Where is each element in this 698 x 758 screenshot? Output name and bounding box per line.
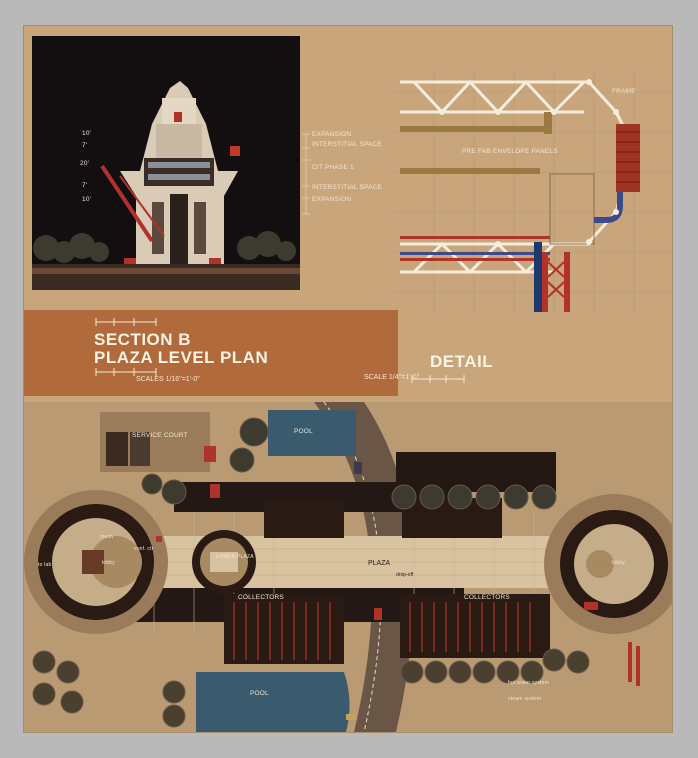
- dim-label-5: 10': [82, 196, 92, 203]
- lobby-left-label: lobby: [102, 560, 115, 566]
- detail-svg: [394, 72, 672, 312]
- plaza-label: PLAZA: [368, 560, 391, 567]
- pool-bottom-label: POOL: [250, 690, 269, 697]
- section-svg: [32, 36, 310, 290]
- plaza-plan: SERVICE COURT POOL POOL COLLECTORS COLLE…: [24, 402, 672, 732]
- frame-label: FRAME: [612, 88, 636, 95]
- hot-water-note: hot water system: [508, 680, 549, 686]
- lobby-right-label: lobby: [612, 560, 625, 566]
- drawing-board: 10' 7' 20' 7' 10' EXPANSION INTERSTITIAL…: [24, 26, 672, 732]
- annotation-expansion-top: EXPANSION: [312, 131, 352, 138]
- steam-note: steam system: [508, 696, 542, 702]
- scale-text: SCALES 1/16"=1'-0": [136, 376, 200, 383]
- mech-label: mech: [100, 534, 114, 540]
- panels-label: PRE FAB ENVELOPE PANELS: [462, 148, 558, 155]
- dim-label-1: 10': [82, 130, 92, 137]
- annotation-interstitial-bottom: INTERSTITIAL SPACE: [312, 184, 383, 191]
- annotation-expansion-bottom: EXPANSION: [312, 196, 352, 203]
- title-band: [24, 310, 398, 396]
- to-lab-label: to lab: [38, 562, 52, 568]
- dim-label-4: 7': [82, 182, 88, 189]
- annotation-cit-phase: CIT PHASE 1: [312, 164, 354, 171]
- plan-svg: [24, 402, 672, 732]
- section-drawing: 10' 7' 20' 7' 10' EXPANSION INTERSTITIAL…: [24, 26, 404, 314]
- detail-scale-text: SCALE 1/4"=1'-0": [364, 374, 420, 381]
- detail-title: DETAIL: [430, 352, 494, 371]
- annotation-interstitial-top: INTERSTITIAL SPACE: [312, 141, 383, 148]
- plan-title: PLAZA LEVEL PLAN: [94, 348, 269, 367]
- pool-top-label: POOL: [294, 428, 313, 435]
- collectors-left-label: COLLECTORS: [238, 594, 284, 601]
- detail-drawing: FRAME PRE FAB ENVELOPE PANELS: [394, 72, 672, 312]
- dim-label-3: 20': [80, 160, 90, 167]
- drop-off-label: drop-off: [396, 572, 414, 578]
- conf-ctr-label: conf. ctr: [134, 546, 154, 552]
- collectors-right-label: COLLECTORS: [464, 594, 510, 601]
- lower-plaza-label: LOWER PLAZA: [216, 554, 254, 560]
- section-title: SECTION B: [94, 330, 192, 349]
- service-court-label: SERVICE COURT: [132, 432, 188, 439]
- dim-label-2: 7': [82, 142, 88, 149]
